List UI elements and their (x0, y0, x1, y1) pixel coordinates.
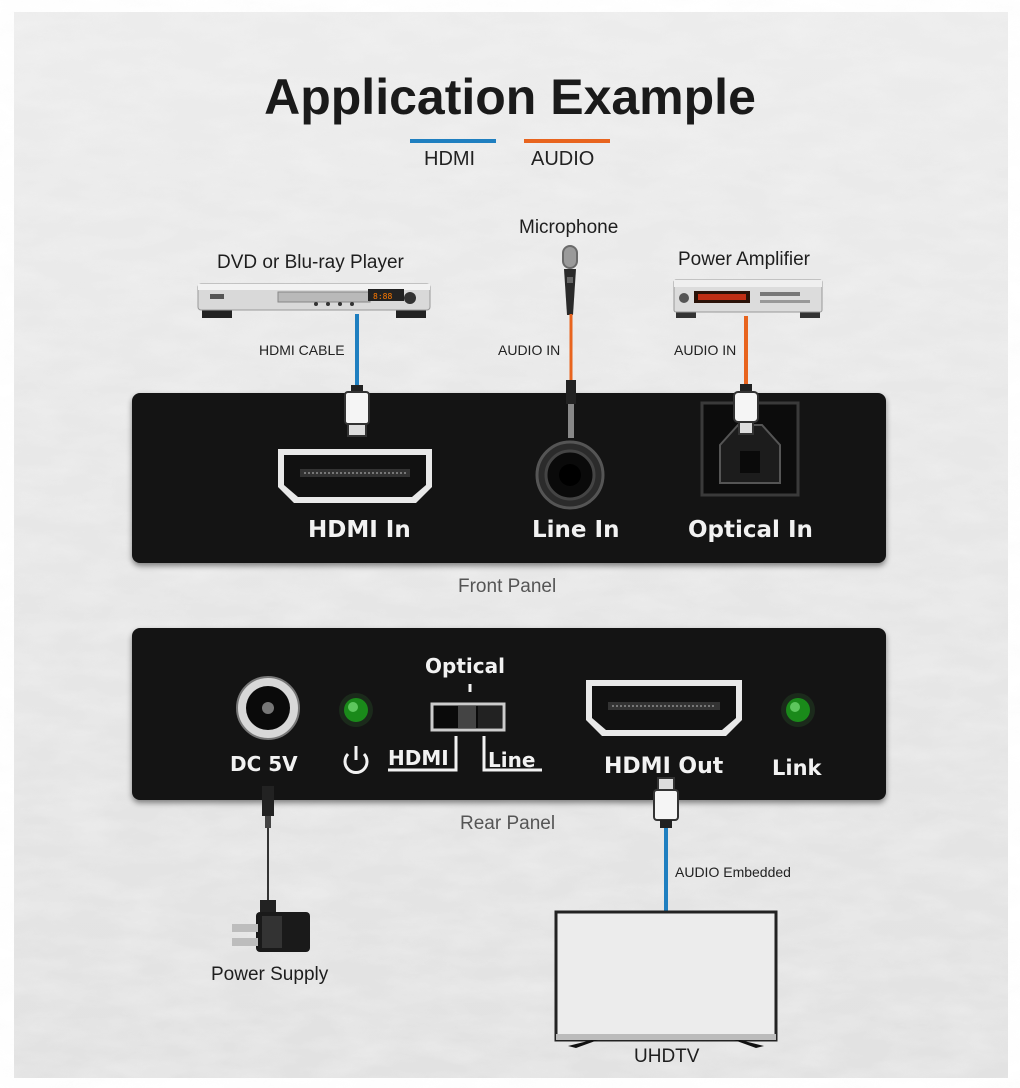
link-label: Link (772, 756, 822, 780)
svg-text:8:88: 8:88 (373, 292, 392, 301)
uhdtv-device (554, 910, 778, 1048)
legend-hdmi-label: HDMI (424, 148, 476, 170)
line-in-label: Line In (532, 517, 620, 543)
legend-hdmi-line (410, 139, 496, 143)
front-panel-label: Front Panel (458, 576, 557, 597)
microphone-label: Microphone (519, 217, 619, 238)
amp-audio-in-label: AUDIO IN (674, 342, 737, 358)
rear-panel-ports (236, 676, 815, 774)
power-icon (343, 746, 369, 774)
legend-audio-line (524, 139, 610, 143)
microphone-device (562, 245, 578, 315)
legend-audio-label: AUDIO (531, 148, 595, 170)
uhdtv-label: UHDTV (634, 1046, 700, 1067)
amplifier-device (673, 279, 823, 318)
dvd-player-label: DVD or Blu-ray Player (217, 252, 404, 273)
power-supply-label: Power Supply (211, 964, 329, 985)
optical-switch-label: Optical (425, 654, 505, 678)
audio-embedded-label: AUDIO Embedded (675, 864, 791, 880)
hdmi-in-label: HDMI In (308, 517, 411, 543)
front-panel-ports (278, 401, 800, 510)
amplifier-label: Power Amplifier (678, 249, 810, 270)
rear-panel: DC 5V Optical HDMI Line HDMI Out Link (132, 628, 886, 800)
power-supply-device (232, 900, 310, 952)
hdmi-cable-label: HDMI CABLE (259, 342, 345, 358)
front-panel: HDMI In Line In Optical In (132, 393, 886, 563)
hdmi-switch-label: HDMI (388, 746, 449, 770)
rear-panel-label: Rear Panel (460, 813, 556, 834)
line-switch-label: Line (488, 748, 536, 772)
page-title: Application Example (264, 69, 756, 125)
optical-in-label: Optical In (688, 517, 813, 543)
hdmi-out-label: HDMI Out (604, 754, 724, 779)
dc-5v-label: DC 5V (230, 752, 298, 776)
dvd-player-device: 8:88 (197, 283, 431, 318)
mic-audio-in-label: AUDIO IN (498, 342, 561, 358)
